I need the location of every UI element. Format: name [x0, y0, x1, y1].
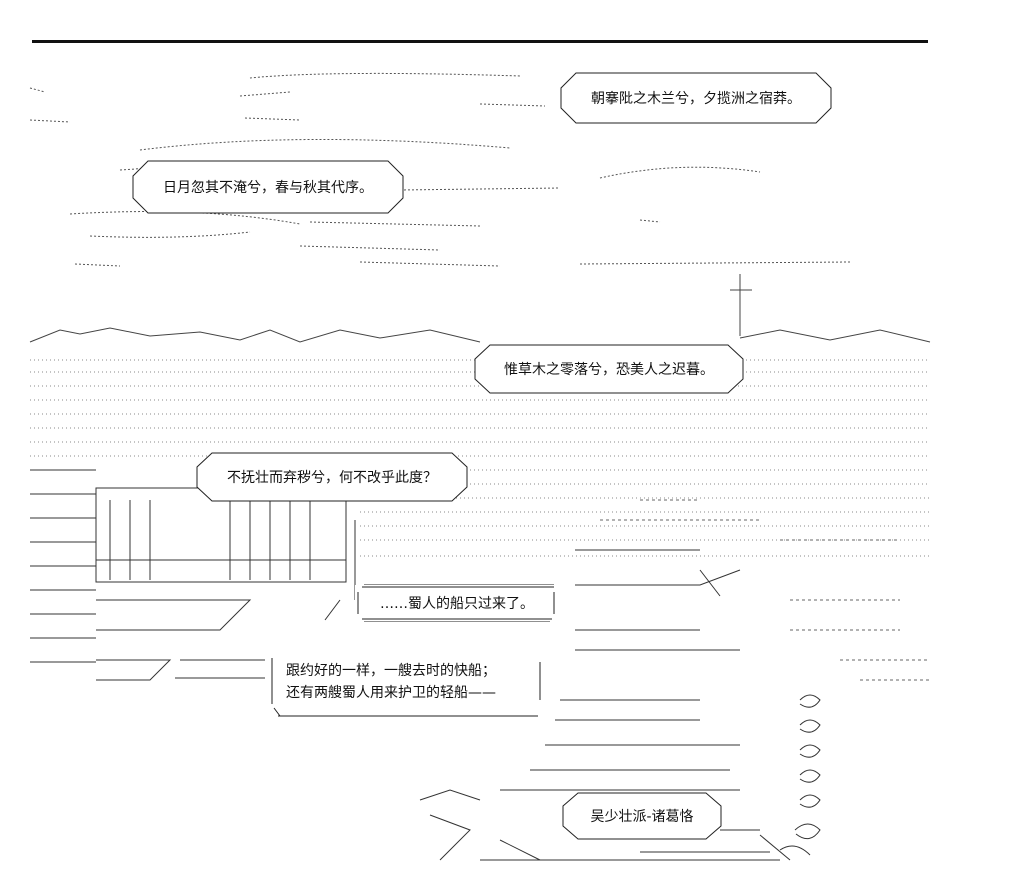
speech-bubble-6: 跟约好的一样，一艘去时的快船； 还有两艘蜀人用来护卫的轻船——	[268, 652, 546, 720]
top-rule	[32, 40, 928, 43]
speech-bubble-2-text: 日月忽其不淹兮，春与秋其代序。	[163, 180, 373, 196]
speech-bubble-4-text: 不抚壮而弃秽兮，何不改乎此度？	[227, 470, 437, 486]
speech-bubble-7-text: 吴少壮派-诸葛恪	[590, 809, 694, 825]
speech-bubble-5-text: ……蜀人的船只过来了。	[380, 596, 534, 612]
speech-bubble-3: 惟草木之零落兮，恐美人之迟暮。	[474, 344, 744, 394]
speech-bubble-3-text: 惟草木之零落兮，恐美人之迟暮。	[504, 362, 714, 378]
speech-bubble-5: ……蜀人的船只过来了。	[354, 584, 560, 622]
speech-bubble-1-text: 朝搴阰之木兰兮，夕揽洲之宿莽。	[591, 91, 801, 107]
speech-bubble-7: 吴少壮派-诸葛恪	[562, 792, 722, 840]
speech-bubble-4: 不抚壮而弃秽兮，何不改乎此度？	[196, 452, 468, 502]
speech-bubble-1: 朝搴阰之木兰兮，夕揽洲之宿莽。	[560, 72, 832, 124]
speech-bubble-6-line-1: 跟约好的一样，一艘去时的快船；	[286, 663, 496, 679]
speech-bubble-6-line-2: 还有两艘蜀人用来护卫的轻船——	[286, 685, 496, 701]
speech-bubble-2: 日月忽其不淹兮，春与秋其代序。	[132, 160, 404, 214]
